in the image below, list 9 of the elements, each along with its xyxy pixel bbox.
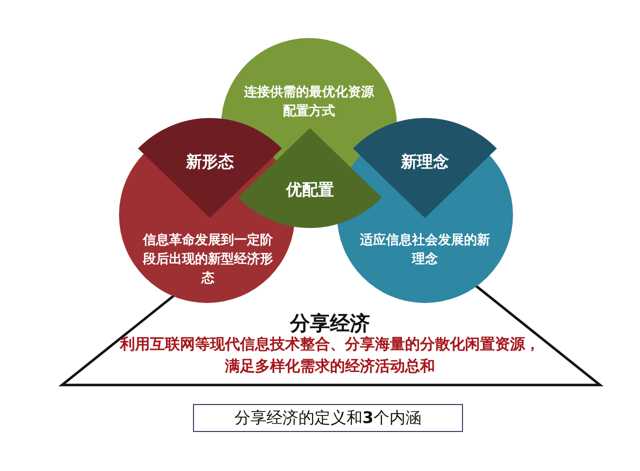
circle-text: 适应信息社会发展的新理念 — [359, 232, 491, 269]
wedge-label: 新理念 — [400, 151, 450, 173]
circle-text: 连接供需的最优化资源配置方式 — [243, 84, 376, 121]
caption-box: 分享经济的定义和3个内涵 — [193, 404, 463, 432]
wedge-label: 优配置 — [284, 179, 335, 201]
heading: 分享经济 — [288, 310, 371, 336]
circle-text: 信息革命发展到一定阶段后出现的新型经济形态 — [142, 232, 274, 288]
wedge-label: 新形态 — [184, 151, 235, 173]
definition-text: 利用互联网等现代信息技术整合、分享海量的分散化闲置资源，满足多样化需求的经济活动总和 — [120, 334, 540, 377]
